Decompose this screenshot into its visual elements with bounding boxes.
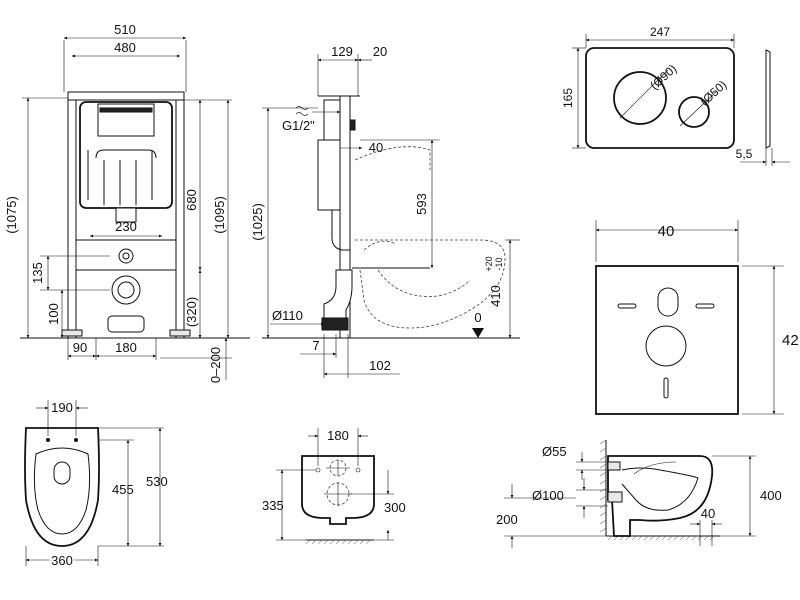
dim-200: 200: [496, 512, 518, 527]
small-button-diameter: (Ø50): [697, 78, 729, 109]
dim-102: 102: [369, 358, 391, 373]
dim-410: 410: [488, 285, 503, 307]
dim-400: 400: [760, 488, 782, 503]
dim-20: 20: [373, 44, 387, 59]
dim-135: 135: [30, 262, 45, 284]
bowl-top-view: 190 455 530 360: [24, 400, 168, 570]
dim-1075: (1075): [4, 196, 19, 234]
bowl-back-view: 180 335 300: [262, 428, 406, 545]
dim-680: 680: [184, 189, 199, 211]
dim-480: 480: [114, 40, 136, 55]
dim-510: 510: [114, 22, 136, 37]
dim-d110: Ø110: [272, 308, 303, 323]
dim-1095: (1095): [212, 196, 227, 234]
dim-100: 100: [46, 303, 61, 325]
dim-back-180: 180: [327, 428, 349, 443]
zero-level: 0: [474, 310, 481, 325]
tol-plus: +20: [484, 256, 494, 271]
dim-1025: (1025): [250, 203, 265, 241]
dim-593: 593: [414, 193, 429, 215]
dim-165: 165: [561, 88, 575, 108]
template-width: 40: [658, 223, 675, 240]
dim-d55: Ø55: [542, 444, 567, 459]
dim-335: 335: [262, 498, 284, 513]
dim-530: 530: [146, 474, 168, 489]
dim-247: 247: [650, 25, 670, 39]
dim-d100: Ø100: [532, 488, 564, 503]
dim-230: 230: [115, 219, 137, 234]
mounting-template: 40 42: [595, 220, 799, 415]
dim-0-200: 0–200: [208, 347, 223, 383]
dim-back-300: 300: [384, 500, 406, 515]
bowl-side-section: Ø55 Ø100 200 40 400: [496, 439, 782, 548]
dim-side-40: 40: [369, 140, 383, 155]
dim-320: (320): [184, 297, 199, 327]
thread-label: G1/2": [282, 118, 315, 133]
frame-side-view: G1/2" 129 20 (1025) 40 593 410 +20 -10 0…: [250, 44, 520, 378]
dim-190: 190: [51, 400, 73, 415]
template-height: 42: [782, 332, 799, 349]
dim-455: 455: [112, 482, 134, 497]
dim-129: 129: [331, 44, 353, 59]
tol-minus: -10: [494, 257, 504, 270]
flush-plate: (Ø90) (Ø50) 247 165 5,5: [561, 25, 790, 166]
dim-360: 360: [51, 553, 73, 568]
frame-front-view: 510 480 (1075) 680 (1095) (320) 230 135 …: [4, 22, 250, 383]
dim-180: 180: [115, 340, 137, 355]
dim-5-5: 5,5: [736, 147, 753, 161]
dim-7: 7: [312, 338, 319, 353]
dim-90: 90: [73, 340, 87, 355]
dim-side-bowl-40: 40: [701, 506, 715, 521]
